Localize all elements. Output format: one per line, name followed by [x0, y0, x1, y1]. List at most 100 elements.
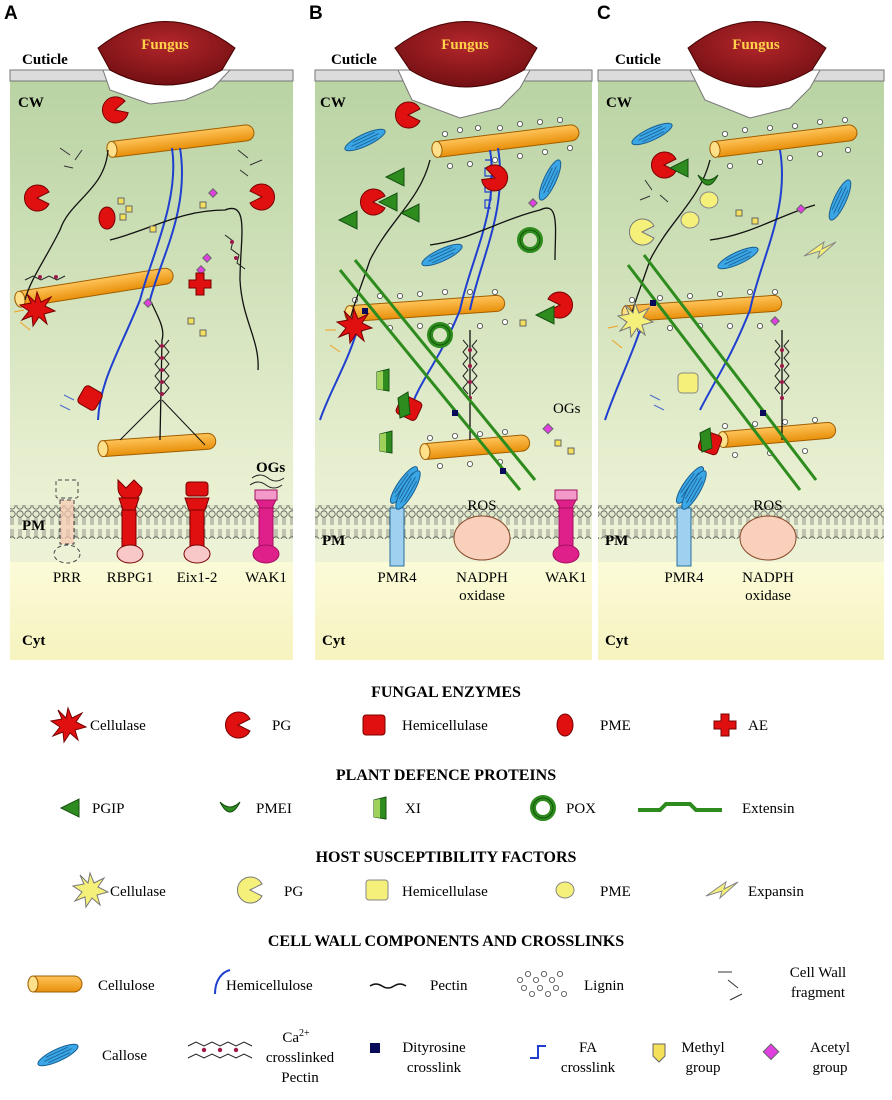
wak1-receptor: [552, 489, 580, 564]
nadph-oxidase: [739, 515, 797, 561]
legend-hemicellulase-host-icon: [365, 879, 389, 901]
cytoplasm-area: [598, 562, 884, 660]
legend-label: Acetyl: [810, 1040, 850, 1056]
cell-wall-fragments: [13, 147, 263, 411]
legend-label: crosslink: [407, 1060, 462, 1076]
cytoplasm-area: [315, 562, 592, 660]
cytoplasm-area: [10, 562, 293, 660]
fungus: [687, 21, 827, 88]
legend-label: Dityrosine: [402, 1040, 466, 1056]
panel-letter-b: B: [309, 3, 323, 24]
legend-label: POX: [566, 801, 596, 817]
pm-label: PM: [22, 518, 45, 534]
extensin-network: [626, 254, 818, 491]
legend-pox-icon: [533, 798, 553, 818]
cw-label: CW: [606, 95, 632, 111]
legend-title-cell-wall: CELL WALL COMPONENTS AND CROSSLINKS: [268, 933, 624, 950]
legend-label: Hemicellulase: [402, 718, 488, 734]
hemicellulose: [604, 329, 641, 421]
legend-label: PG: [284, 884, 303, 900]
xi: [376, 368, 390, 392]
wak1-receptor: [249, 474, 285, 564]
ros-label: ROS: [753, 498, 782, 514]
legend-pg-host-icon: [236, 876, 263, 904]
legend-label: Cellulase: [90, 718, 146, 734]
legend-hemicellulase-icon: [362, 714, 386, 736]
protein-label-oxidase: oxidase: [745, 588, 791, 604]
protein-label-nadph: NADPH: [456, 570, 508, 586]
legend-label: Pectin: [430, 978, 468, 994]
legend-hemicellulose-icon: [214, 969, 231, 995]
legend-label: Expansin: [748, 884, 804, 900]
methyl-groups: [117, 197, 207, 337]
cuticle-label: Cuticle: [22, 52, 68, 68]
hemicellulase-host: [677, 372, 699, 394]
legend-acetyl-icon: [762, 1043, 780, 1061]
cell-wall-fragments: [325, 329, 341, 353]
fungus: [394, 21, 538, 88]
eix-receptor: [183, 481, 211, 564]
extensin-network: [338, 259, 537, 491]
legend-label: fragment: [791, 985, 846, 1001]
pectin-chain: [349, 159, 431, 321]
legend-label: PME: [600, 718, 631, 734]
pm-label: PM: [322, 533, 345, 549]
legend-label: Ca2+: [282, 1028, 310, 1046]
ca-crosslinked-pectin: [462, 339, 478, 400]
legend-title-plant-defence: PLANT DEFENCE PROTEINS: [336, 767, 556, 784]
hemicellulose: [149, 147, 183, 301]
pectin-chain: [629, 159, 711, 321]
acetyl-groups: [770, 204, 806, 326]
legend: FUNGAL ENZYMES Cellulase PG Hemicellulas…: [27, 684, 850, 1086]
hemicellulase-xi-complex: [697, 427, 723, 456]
pmr4-protein: [666, 464, 722, 567]
panel-letter-c: C: [597, 3, 611, 24]
legend-label: PME: [600, 884, 631, 900]
legend-ca-pectin-icon: [187, 1041, 253, 1059]
legend-ae-icon: [713, 713, 737, 737]
protein-label-wak1: WAK1: [545, 570, 587, 586]
panel-letter-a: A: [4, 3, 18, 24]
protein-label-rbpg1: RBPG1: [107, 570, 154, 586]
prr-receptor: [53, 479, 81, 564]
legend-dityrosine-icon: [370, 1043, 380, 1053]
hemicellulose: [97, 147, 175, 421]
ogs-label: OGs: [553, 401, 581, 417]
ogs-label: OGs: [256, 460, 285, 476]
legend-label: Lignin: [584, 978, 624, 994]
methyl-groups: [519, 319, 575, 455]
acetyl-groups: [143, 188, 218, 308]
legend-label: PGIP: [92, 801, 125, 817]
legend-callose-icon: [35, 1039, 81, 1071]
legend-label: Hemicellulose: [226, 978, 313, 994]
pme-host: [699, 191, 719, 209]
legend-pectin-icon: [369, 983, 407, 989]
legend-label: Cellulose: [98, 978, 155, 994]
legend-extensin-icon: [638, 802, 722, 812]
cw-label: CW: [18, 95, 44, 111]
hemicellulose: [409, 149, 494, 411]
pme-host: [680, 211, 700, 229]
protein-label-wak1: WAK1: [245, 570, 287, 586]
legend-label: Hemicellulase: [402, 884, 488, 900]
fungus-label: Fungus: [441, 37, 489, 53]
legend-lignin-icon: [517, 971, 567, 997]
ca-crosslinked-pectin: [24, 234, 246, 396]
legend-cellulase-icon: [50, 707, 87, 743]
protein-label-oxidase: oxidase: [459, 588, 505, 604]
legend-methyl-icon: [652, 1043, 666, 1063]
protein-label-pmr4: PMR4: [664, 570, 704, 586]
legend-title-host-susceptibility: HOST SUSCEPTIBILITY FACTORS: [316, 849, 577, 866]
hemicellulase-xi-complex: [395, 391, 423, 421]
pectin-chain: [109, 207, 259, 371]
cyt-label: Cyt: [605, 633, 628, 649]
legend-title-fungal-enzymes: FUNGAL ENZYMES: [371, 684, 521, 701]
cell-wall-fragments: [607, 179, 669, 411]
pm-label: PM: [605, 533, 628, 549]
legend-label: PMEI: [256, 801, 292, 817]
fungus-label: Fungus: [732, 37, 780, 53]
pectin-chain: [119, 399, 206, 446]
legend-label: Methyl: [681, 1040, 724, 1056]
pmr4-protein: [380, 464, 436, 567]
